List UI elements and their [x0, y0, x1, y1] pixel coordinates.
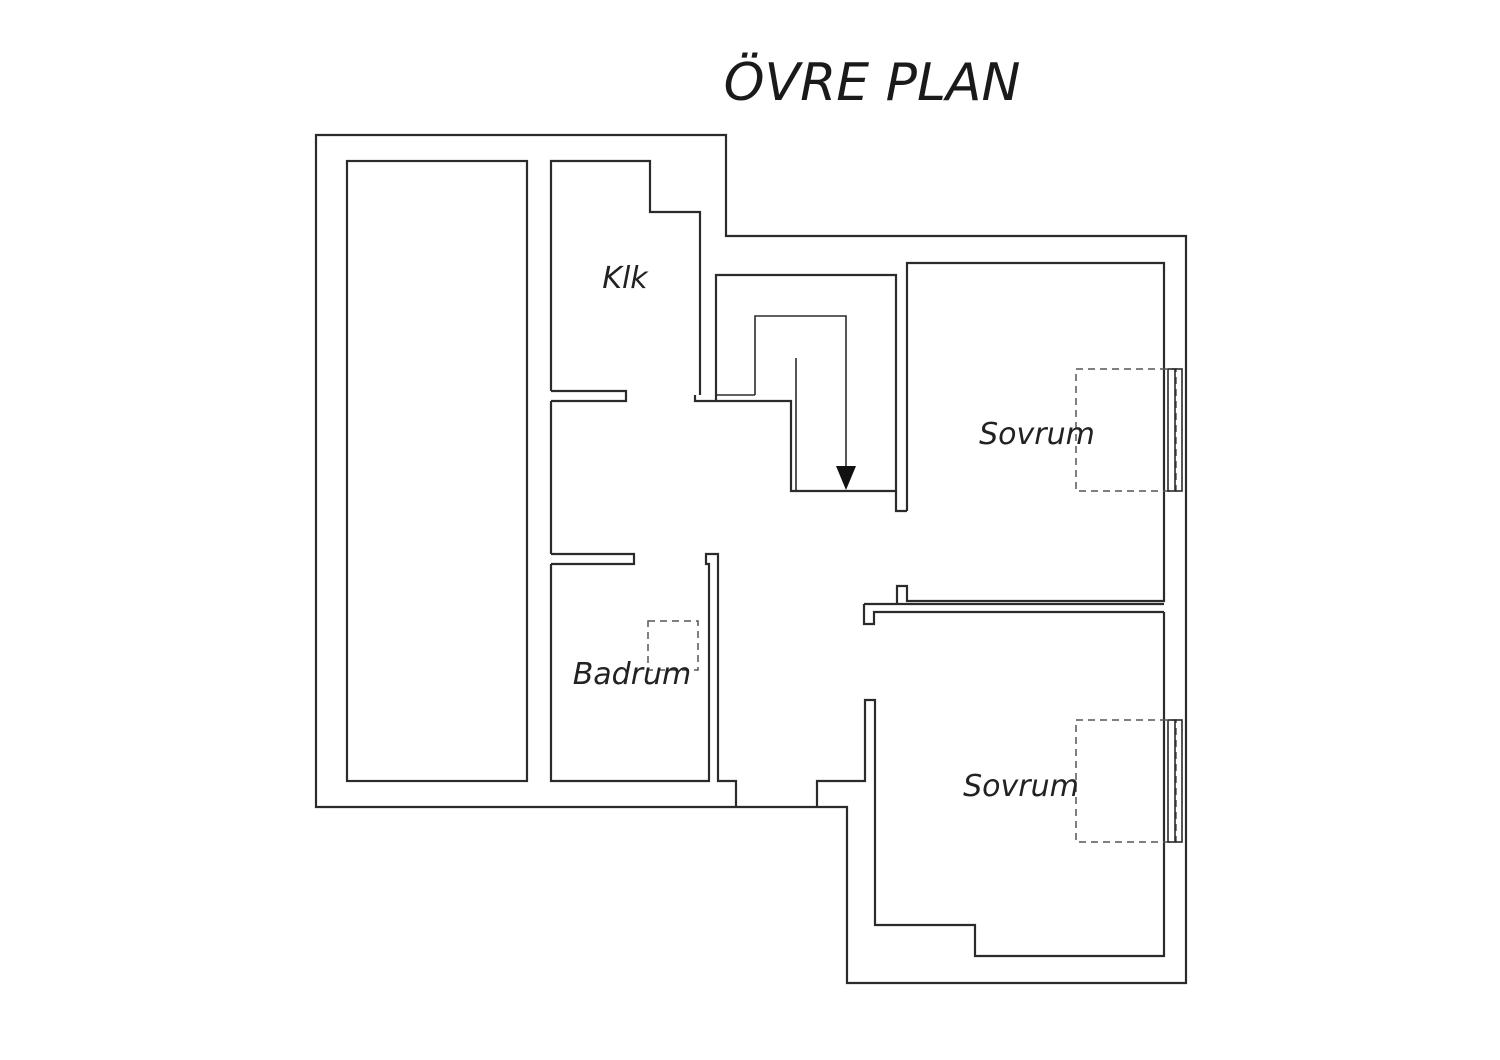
- stair-outer: [714, 273, 898, 493]
- kitchen-wall-lower: [551, 389, 628, 403]
- stair-inner: [754, 315, 847, 470]
- bathroom-fixture: [647, 620, 699, 671]
- storage-room: [345, 159, 529, 783]
- room-label-bathroom: Badrum: [573, 657, 692, 692]
- stair-landing: [716, 358, 797, 491]
- kitchen-walls: [549, 159, 702, 395]
- bath-top-wall: [551, 552, 636, 566]
- bedroom-lower-walls: [815, 612, 1166, 958]
- bathroom-walls: [549, 552, 738, 807]
- room-label-bedroom-upper: Sovrum: [979, 417, 1095, 452]
- kitchen-door-jamb: [693, 395, 716, 403]
- plan-title: ÖVRE PLAN: [724, 52, 1021, 113]
- room-label-kitchen: Klk: [602, 261, 649, 296]
- arrow-down-icon: [836, 466, 856, 490]
- outer-wall: [314, 133, 1188, 985]
- bedroom-upper-left-jamb: [894, 491, 907, 513]
- bedroom-upper-walls: [895, 261, 1166, 604]
- bedroom-lower-window-bay: [1075, 719, 1177, 843]
- bedroom-upper-window-bay: [1075, 368, 1177, 492]
- bedroom-divider: [862, 602, 1164, 626]
- room-label-bedroom-lower: Sovrum: [963, 769, 1079, 804]
